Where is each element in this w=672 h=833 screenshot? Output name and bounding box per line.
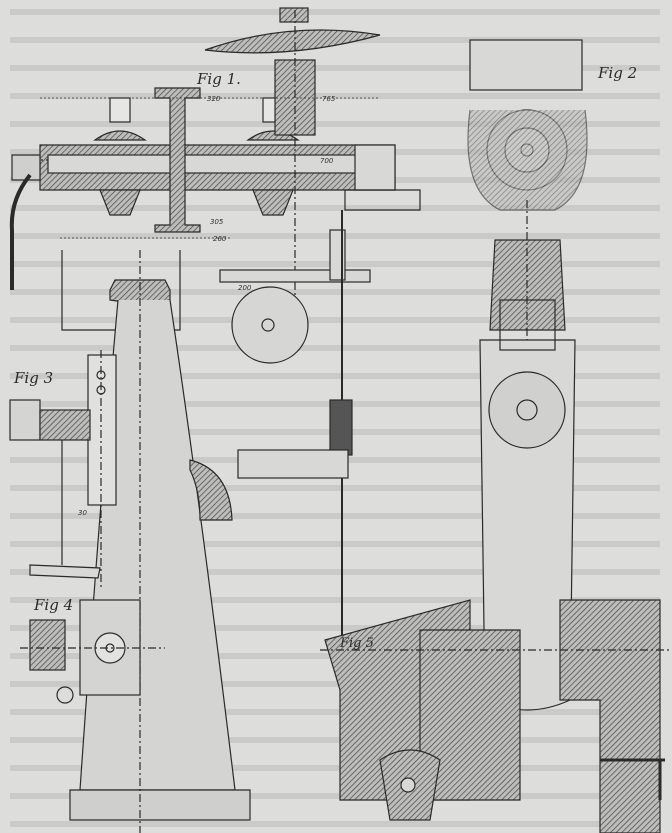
fig2-side-view: [467, 39, 588, 711]
dimension-320: 320: [207, 95, 221, 103]
fig3-label: Fig 3: [13, 369, 53, 387]
fig1-label: Fig 1.: [196, 70, 241, 88]
fig3-detail: [9, 350, 117, 590]
fig4-label: Fig 4: [33, 596, 73, 614]
dimension-30: 30: [78, 509, 87, 517]
dimension-700: 700: [320, 157, 334, 165]
fig4-detail: [20, 599, 165, 704]
fig5-label: Fig 5: [339, 636, 374, 651]
dimension-765: 765: [322, 95, 336, 103]
dimension-200: 200: [238, 284, 252, 292]
fig5-section: [320, 599, 672, 833]
dimension-260: 260: [213, 235, 227, 243]
fig2-label: Fig 2: [597, 64, 637, 82]
dimension-305: 305: [210, 218, 224, 226]
